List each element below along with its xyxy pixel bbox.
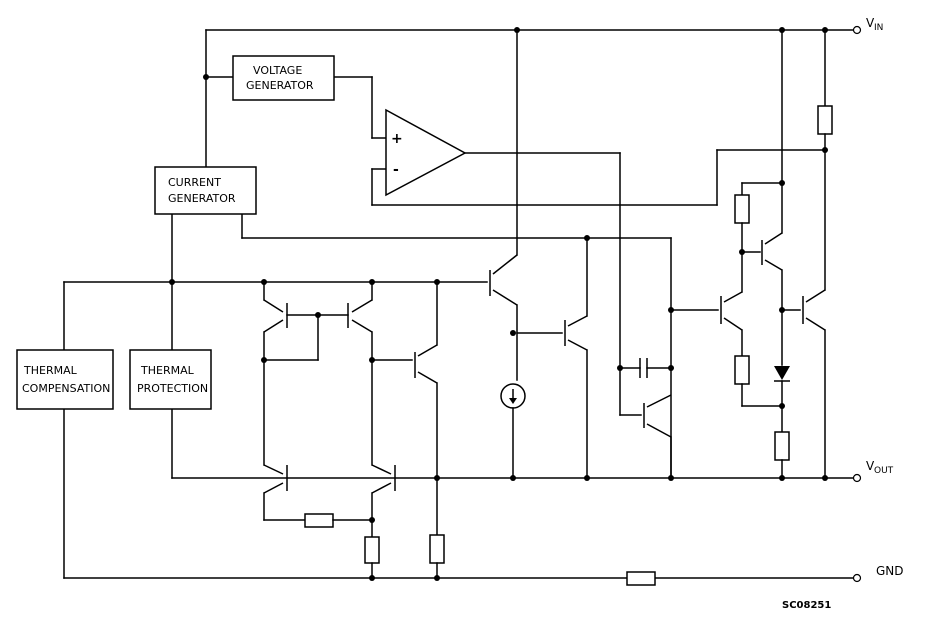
bottom-npn-pair [263, 464, 445, 579]
buffer-stage [489, 27, 590, 481]
voltage-generator-line1: VOLTAGE [253, 64, 302, 77]
vin-terminal: V IN [852, 16, 883, 35]
thermal-protection-line1: THERMAL [140, 364, 195, 377]
junction-dots [169, 74, 440, 581]
current-mirror-top [261, 281, 373, 466]
thermal-protection-block: THERMAL PROTECTION [129, 349, 212, 410]
current-generator-line2: GENERATOR [168, 192, 236, 205]
vin-label-sub: IN [874, 23, 883, 33]
thermal-compensation-block: THERMAL COMPENSATION [16, 349, 114, 410]
thermal-protection-line2: PROTECTION [137, 382, 208, 395]
opamp-plus-label: + [391, 131, 403, 147]
opamp: + - [385, 108, 467, 197]
vin-label-main: V [866, 16, 875, 30]
voltage-generator-line2: GENERATOR [246, 79, 314, 92]
vout-label-sub: OUT [874, 466, 894, 476]
compensation-stage [617, 307, 674, 481]
current-generator-block: CURRENT GENERATOR [154, 166, 257, 215]
control-wiring [63, 29, 826, 579]
vout-terminal: V OUT [852, 459, 894, 483]
thermal-compensation-line2: COMPENSATION [22, 382, 110, 395]
opamp-minus-label: - [393, 162, 399, 178]
output-stage [670, 27, 833, 481]
gnd-resistor [626, 571, 656, 586]
reference-code: SC08251 [782, 600, 831, 611]
gnd-label: GND [876, 564, 904, 578]
vout-label-main: V [866, 459, 875, 473]
pnp-driver [369, 281, 438, 536]
voltage-generator-block: VOLTAGE GENERATOR [232, 55, 335, 101]
current-generator-line1: CURRENT [168, 176, 221, 189]
gnd-terminal: GND [852, 564, 904, 583]
thermal-compensation-line1: THERMAL [23, 364, 78, 377]
